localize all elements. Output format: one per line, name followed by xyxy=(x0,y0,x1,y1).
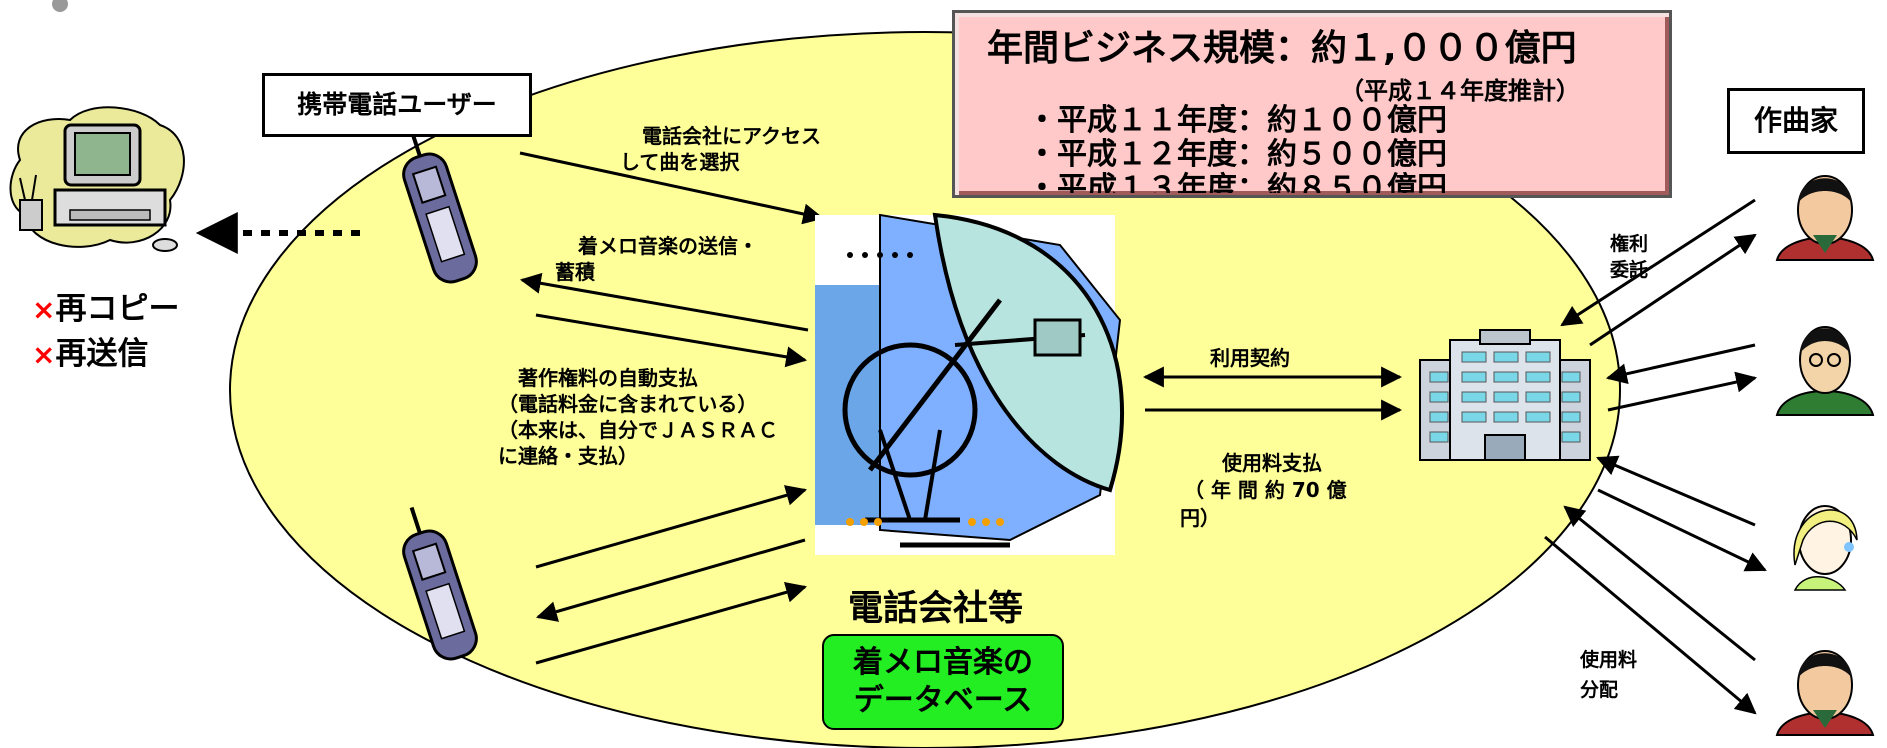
annotation-dist-2: 分配 xyxy=(1580,679,1619,701)
annotation-royalty-1: 著作権料の自動支払 xyxy=(518,366,698,390)
restriction-resend: 再送信 xyxy=(55,336,149,372)
carrier-label: 電話会社等 xyxy=(848,589,1024,629)
annotation-access-2: して曲を選択 xyxy=(620,150,740,174)
arrow-bottom-1 xyxy=(535,485,808,569)
mobile-phone-icon-top xyxy=(402,129,478,284)
arrow-dist-2 xyxy=(1544,535,1757,715)
arrow-royalty xyxy=(535,313,808,368)
no-recopy-item: ×再コピー xyxy=(32,283,179,328)
arrow-send xyxy=(519,272,809,332)
arrow-bottom-2 xyxy=(535,538,806,622)
annotation-royalty-3: （本来は、自分でＪＡＳＲＡＣ xyxy=(498,418,778,442)
database-line-1: 着メロ音楽の xyxy=(853,645,1033,680)
restriction-recopy: 再コピー xyxy=(55,291,180,327)
restriction-mark: × xyxy=(32,293,56,326)
satellite-dish-icon xyxy=(815,212,1125,555)
business-scale-row-3: ・平成１３年度：約８５０億円 xyxy=(1027,171,1447,193)
arrow-bottom-3 xyxy=(535,582,808,665)
person-icon-1 xyxy=(1775,175,1875,261)
arrow-pay-1 xyxy=(1605,343,1756,385)
annotation-royalty-4: に連絡・支払） xyxy=(498,444,638,468)
person-icon-3 xyxy=(1793,505,1858,591)
annotation-royalty-2: （電話料金に含まれている） xyxy=(498,392,758,416)
ringtone-database-box: 着メロ音楽の データベース xyxy=(822,634,1064,730)
arrow-access xyxy=(519,151,825,225)
business-scale-subtitle: （平成１４年度推計） xyxy=(1340,77,1580,105)
annotation-dist-1: 使用料 xyxy=(1580,649,1638,671)
arrow-rights-1 xyxy=(1560,198,1756,327)
business-scale-title: 年間ビジネス規模：約１,０００億円 xyxy=(987,28,1577,69)
person-icon-2 xyxy=(1775,326,1875,416)
annotation-fee-2: （ 年 間 約 70 億 xyxy=(1184,478,1347,502)
annotation-rights-2: 委託 xyxy=(1610,259,1649,281)
business-scale-row-2: ・平成１２年度：約５００億円 xyxy=(1027,137,1447,172)
business-scale-row-1: ・平成１１年度：約１００億円 xyxy=(1027,103,1447,138)
database-line-2: データベース xyxy=(853,683,1033,718)
arrow-pay-3 xyxy=(1596,455,1756,527)
corner-dot xyxy=(52,0,68,12)
annotation-fee-1: 使用料支払 xyxy=(1222,451,1322,475)
annotation-fee-3: 円） xyxy=(1180,506,1220,530)
office-building-icon xyxy=(1419,329,1591,461)
annotation-rights-1: 権利 xyxy=(1610,233,1649,255)
person-icon-4 xyxy=(1775,650,1875,736)
restriction-mark: × xyxy=(32,338,56,371)
arrow-pay-2 xyxy=(1607,371,1758,412)
computer-icon xyxy=(9,106,185,252)
arrow-pay-4 xyxy=(1597,488,1767,572)
annotation-contract: 利用契約 xyxy=(1210,346,1290,370)
no-resend-item: ×再送信 xyxy=(32,328,148,373)
composer-label: 作曲家 xyxy=(1727,88,1865,154)
arrow-dist-1 xyxy=(1563,505,1756,662)
mobile-users-label: 携帯電話ユーザー xyxy=(262,73,532,137)
annotation-send-2: 蓄積 xyxy=(555,260,595,284)
arrow-rights-2 xyxy=(1589,233,1757,347)
annotation-send-1: 着メロ音楽の送信・ xyxy=(578,234,758,258)
business-scale-box: 年間ビジネス規模：約１,０００億円 （平成１４年度推計） ・平成１１年度：約１０… xyxy=(952,10,1672,198)
mobile-phone-icon-bottom xyxy=(402,506,478,661)
annotation-access-1: 電話会社にアクセス xyxy=(642,124,821,148)
